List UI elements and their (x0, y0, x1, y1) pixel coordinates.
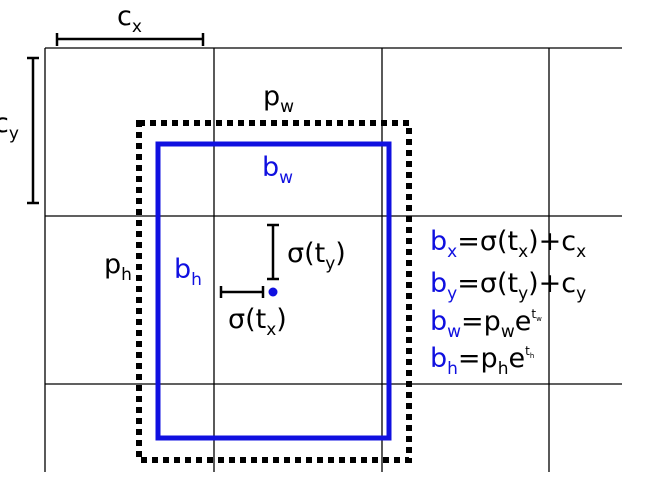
equation-bx: bx=σ(tx)+cx (430, 226, 586, 262)
cy-label: cy (0, 108, 19, 144)
cx-marker (55, 33, 205, 46)
cx-label: cx (117, 1, 142, 37)
equation-bh: bh=pheth (430, 343, 534, 379)
bh-label: bh (174, 254, 202, 290)
equations: bx=σ(tx)+cx by=σ(ty)+cy bw=pwetw bh=phet… (430, 226, 586, 379)
tx-offset-marker (219, 286, 265, 298)
grid (44, 47, 622, 472)
sigma-ty-label: σ(ty) (287, 238, 346, 274)
equation-bw: bw=pwetw (430, 306, 542, 342)
anchor-box (136, 120, 412, 463)
pw-label: pw (263, 81, 294, 117)
equation-by: by=σ(ty)+cy (430, 268, 586, 304)
sigma-tx-label: σ(tx) (228, 304, 287, 340)
bw-label: bw (262, 152, 293, 188)
cy-marker (27, 56, 39, 205)
center-point (268, 287, 278, 297)
ty-offset-marker (267, 223, 279, 281)
predicted-box (155, 141, 392, 441)
ph-label: ph (104, 249, 132, 285)
